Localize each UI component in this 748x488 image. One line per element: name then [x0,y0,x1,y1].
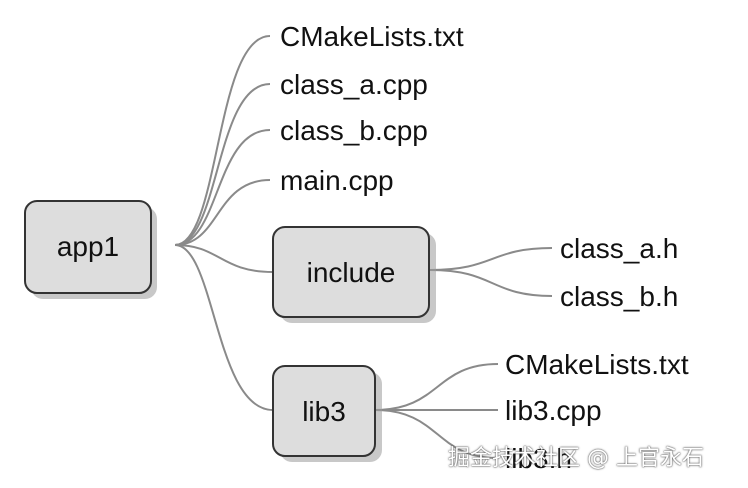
edge-include-class-a-h [429,247,553,271]
edge-root-class-b-cpp [174,129,271,246]
file-leaf: class_b.cpp [280,115,428,146]
file-leaf: lib3.h [505,443,572,474]
root-file-list: CMakeLists.txt class_a.cpp class_b.cpp m… [280,21,464,196]
file-leaf: lib3.cpp [505,395,602,426]
include-edges [429,247,553,297]
file-leaf: class_a.h [560,233,678,264]
edge-include-class-b-h [429,269,553,297]
node-lib3: lib3 [272,365,382,462]
edge-root-cmakelists [174,35,271,246]
file-leaf: CMakeLists.txt [505,349,689,380]
lib3-edges [374,363,499,459]
watermark-text: 掘金技术社区 @ 上官永石 [448,446,704,471]
file-leaf: class_b.h [560,281,678,312]
lib3-file-list: CMakeLists.txt lib3.cpp lib3.h [505,349,689,474]
node-root-label: app1 [57,231,119,262]
file-leaf: class_a.cpp [280,69,428,100]
file-leaf: main.cpp [280,165,394,196]
node-lib3-label: lib3 [302,396,346,427]
edge-root-lib3 [174,244,274,411]
node-root: app1 [24,200,157,299]
root-edges [174,35,274,411]
edge-root-include [174,244,274,273]
edge-root-main-cpp [174,179,271,246]
edge-lib3-lib3-h [374,409,499,459]
edge-root-class-a-cpp [174,83,271,246]
node-include-box [272,226,430,318]
edge-lib3-cmakelists [374,363,499,411]
node-include: include [272,226,436,323]
node-include-label: include [307,257,396,288]
file-leaf: CMakeLists.txt [280,21,464,52]
node-root-box [24,200,152,294]
include-file-list: class_a.h class_b.h [560,233,678,312]
node-lib3-box [272,365,376,457]
